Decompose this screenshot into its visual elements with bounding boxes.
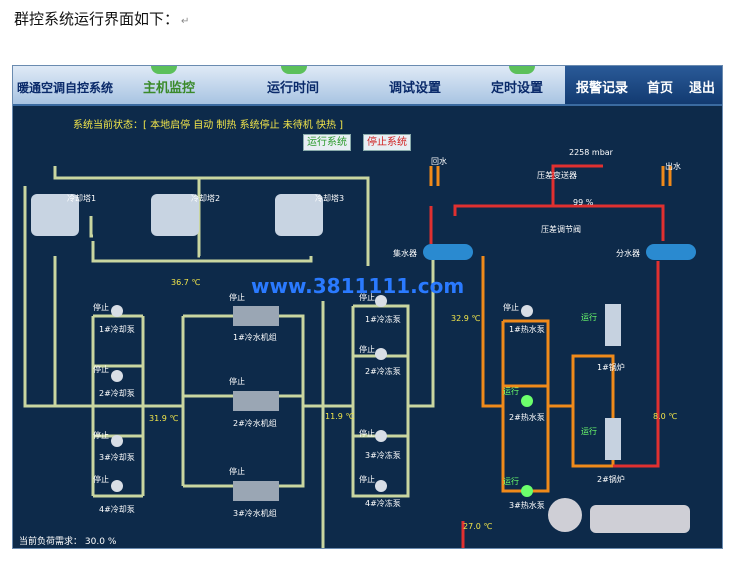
hot-pump-state: 停止 — [503, 303, 519, 312]
cooling-return-temp: 31.9 ℃ — [149, 414, 179, 423]
hot-pump-2-label: 2#热水泵 — [509, 413, 545, 422]
hot-pump-1-label: 1#热水泵 — [509, 325, 545, 334]
chiller-state: 停止 — [229, 293, 245, 302]
nav-monitor-icon — [151, 66, 177, 74]
system-status-line: 系统当前状态：[ 本地启停 自动 制热 系统停止 未待机 快热 ] — [73, 120, 344, 131]
piping-diagram — [23, 164, 696, 548]
nav-timer-settings[interactable]: 定时设置 — [491, 81, 544, 96]
chw-pump-2-label: 2#冷冻泵 — [365, 367, 401, 376]
cooling-pump-3-label: 3#冷却泵 — [99, 453, 135, 462]
chiller-state: 停止 — [229, 467, 245, 476]
chiller-2-label: 2#冷水机组 — [233, 419, 277, 428]
cooling-pump-2-label: 2#冷却泵 — [99, 389, 135, 398]
diff-sensor-tag: 压差变送器 — [537, 171, 577, 180]
cooling-tower-1-label: 冷却塔1 — [67, 194, 97, 203]
tower-outlet-temp: 36.7 ℃ — [171, 278, 201, 287]
nav-dark-section — [565, 66, 722, 104]
cooling-pump-state: 停止 — [93, 431, 109, 440]
load-demand: 当前负荷需求： 30.0 % — [19, 537, 117, 547]
diff-valve-tag: 压差调节阀 — [541, 225, 581, 234]
boiler-2-label: 2#锅炉 — [597, 475, 625, 484]
cooling-tower-group — [31, 194, 323, 236]
run-system-button[interactable]: 运行系统 — [303, 134, 351, 151]
cooling-tower-3-label: 冷却塔3 — [315, 194, 345, 203]
chw-pump-state: 停止 — [359, 475, 375, 484]
hot-pump-state-run: 运行 — [503, 477, 519, 486]
pressure-reading: 2258 mbar — [569, 148, 613, 157]
cooling-pump-state: 停止 — [93, 303, 109, 312]
nav-timer-icon — [509, 66, 535, 74]
hot-supply-temp: 32.9 ℃ — [451, 314, 481, 323]
return-water-tag: 回水 — [431, 157, 447, 166]
supply-water-tag: 出水 — [665, 162, 681, 171]
cooling-pump-1-label: 1#冷却泵 — [99, 325, 135, 334]
chw-pump-state: 停止 — [359, 345, 375, 354]
nav-runtime-icon — [281, 66, 307, 74]
hvac-control-window: 暖通空调自控系统 主机监控 运行时间 调试设置 定时设置 报警记录 首页 退出 … — [12, 65, 723, 549]
distributor-tag: 分水器 — [616, 249, 640, 258]
chw-pump-state: 停止 — [359, 293, 375, 302]
chw-pump-4-label: 4#冷冻泵 — [365, 499, 401, 508]
document-heading: 群控系统运行界面如下：↵ — [14, 10, 190, 28]
cooling-pump-state: 停止 — [93, 365, 109, 374]
nav-chiller-monitor[interactable]: 主机监控 — [143, 81, 196, 96]
chiller-1-label: 1#冷水机组 — [233, 333, 277, 342]
boiler-1-label: 1#锅炉 — [597, 363, 625, 372]
app-brand: 暖通空调自控系统 — [17, 81, 114, 95]
chilled-water-temp: 11.9 ℃ — [325, 412, 355, 421]
boiler-outlet-temp: 8.0 ℃ — [653, 412, 678, 421]
chiller-3-label: 3#冷水机组 — [233, 509, 277, 518]
hot-pump-3-label: 3#热水泵 — [509, 501, 545, 510]
nav-run-time[interactable]: 运行时间 — [267, 81, 320, 96]
nav-home[interactable]: 首页 — [647, 81, 674, 96]
cooling-pump-state: 停止 — [93, 475, 109, 484]
stop-system-button[interactable]: 停止系统 — [363, 134, 411, 151]
nav-alarm-records[interactable]: 报警记录 — [576, 81, 629, 96]
top-nav-bar: 暖通空调自控系统 主机监控 运行时间 调试设置 定时设置 报警记录 首页 退出 — [13, 66, 722, 106]
site-watermark: www.3811111.com — [251, 274, 465, 298]
hot-pump-state-run: 运行 — [503, 387, 519, 396]
boiler-state-run: 运行 — [581, 427, 597, 436]
nav-debug-settings[interactable]: 调试设置 — [389, 81, 442, 96]
boiler-state-run: 运行 — [581, 313, 597, 322]
valve-percent: 99 % — [573, 198, 594, 207]
return-temp: 27.0 ℃ — [463, 522, 493, 531]
cooling-pump-4-label: 4#冷却泵 — [99, 505, 135, 514]
cooling-tower-2-label: 冷却塔2 — [191, 194, 221, 203]
chw-pump-state: 停止 — [359, 429, 375, 438]
nav-exit[interactable]: 退出 — [689, 81, 716, 96]
chiller-state: 停止 — [229, 377, 245, 386]
blurred-logo — [548, 498, 582, 532]
chw-pump-3-label: 3#冷冻泵 — [365, 451, 401, 460]
blurred-logo — [590, 505, 690, 533]
collector-tag: 集水器 — [393, 249, 417, 258]
chw-pump-1-label: 1#冷冻泵 — [365, 315, 401, 324]
